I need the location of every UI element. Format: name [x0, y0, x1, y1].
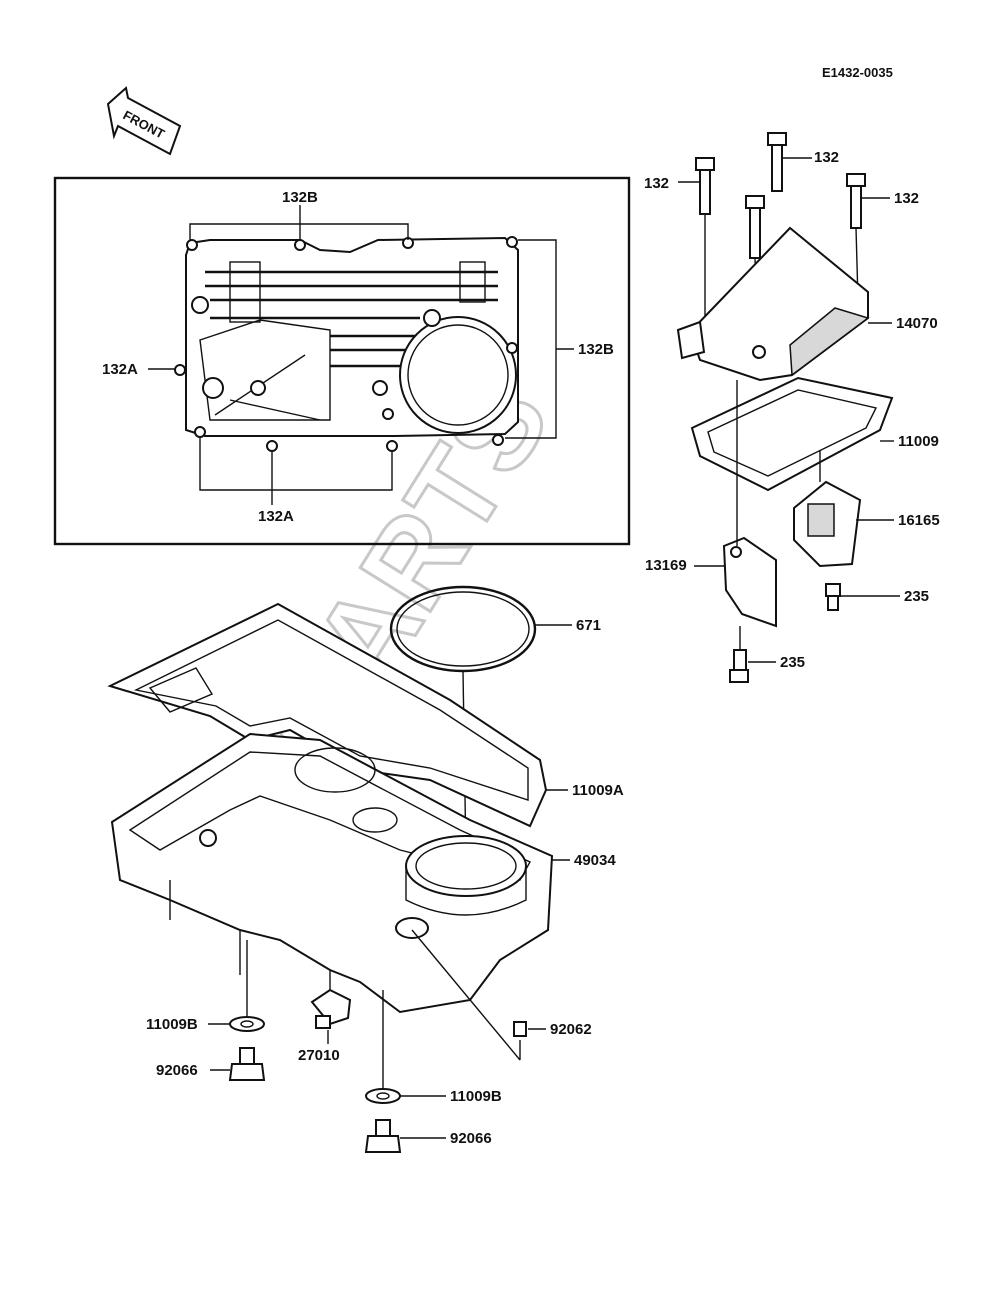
label-235-a: 235 — [904, 588, 929, 605]
label-16165: 16165 — [898, 512, 940, 529]
label-92062: 92062 — [550, 1021, 592, 1038]
label-11009: 11009 — [898, 433, 939, 450]
drain-bolt-92066-icon — [364, 1119, 446, 1153]
gasket-11009-icon — [690, 376, 894, 492]
label-13169: 13169 — [645, 557, 687, 574]
breather-cover-icon — [676, 226, 892, 382]
label-235-b: 235 — [780, 654, 805, 671]
gasket-11009A-icon — [107, 602, 568, 828]
bolt-132-icon — [678, 157, 715, 330]
label-132A-bottom: 132A — [258, 508, 294, 525]
label-11009B-a: 11009B — [146, 1016, 198, 1033]
washer-11009B-icon — [208, 940, 265, 1032]
washer-11009B-icon — [365, 990, 446, 1104]
label-49034: 49034 — [574, 852, 616, 869]
label-671: 671 — [576, 617, 601, 634]
screw-235-icon — [825, 583, 900, 611]
oil-pressure-switch-icon — [310, 988, 352, 1044]
label-132B-top: 132B — [282, 189, 318, 206]
bracket-icon — [694, 380, 777, 628]
screw-235-icon — [729, 626, 776, 683]
plug-92062-icon — [411, 929, 546, 1061]
oil-pan-icon — [110, 732, 570, 1014]
label-132-b: 132 — [814, 149, 839, 166]
pan-bottom-view — [174, 236, 519, 452]
bolt-132-icon — [846, 173, 890, 301]
label-132A-left: 132A — [102, 361, 138, 378]
label-11009B-b: 11009B — [450, 1088, 502, 1105]
label-92066-a: 92066 — [156, 1062, 198, 1079]
label-92066-b: 92066 — [450, 1130, 492, 1147]
inset-leaders — [148, 205, 574, 505]
reed-valve-icon — [793, 450, 894, 568]
label-11009A: 11009A — [572, 782, 624, 799]
label-132-a: 132 — [644, 175, 669, 192]
label-132B-right: 132B — [578, 341, 614, 358]
inset-frame — [53, 176, 631, 546]
bolt-132-icon — [767, 132, 812, 192]
front-arrow-icon: FRONT — [106, 86, 182, 156]
label-27010: 27010 — [298, 1047, 340, 1064]
diagram-code: E1432-0035 — [822, 65, 893, 80]
label-14070: 14070 — [896, 315, 938, 332]
label-132-c: 132 — [894, 190, 919, 207]
drain-bolt-92066-icon — [210, 1047, 266, 1081]
